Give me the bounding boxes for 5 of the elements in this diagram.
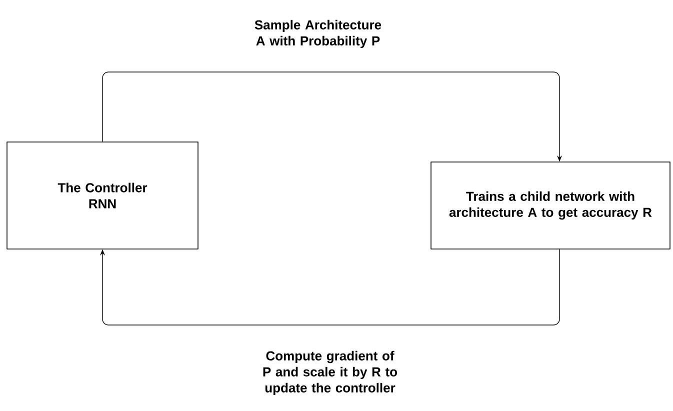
edge-label: Sample Architecture A with Probability P xyxy=(242,18,394,50)
arrow xyxy=(100,249,560,326)
process-box: The Controller RNN xyxy=(6,142,198,250)
edge-label: Compute gradient of P and scale it by R to update the controller xyxy=(259,350,401,396)
process-box: Trains a child network with architecture A to get accuracy R xyxy=(430,162,670,250)
